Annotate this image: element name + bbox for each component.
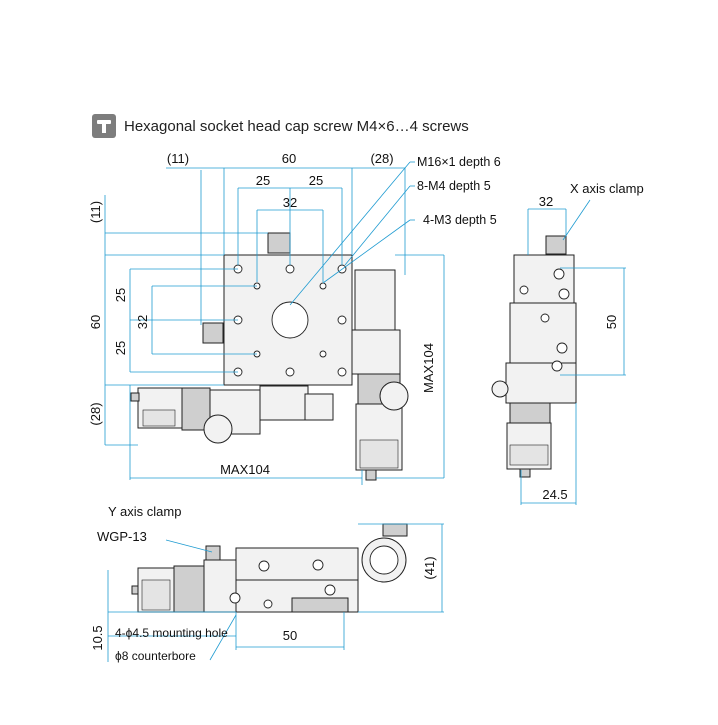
front-y-clamp-label: Y axis clamp [108,504,181,519]
front-wgp13-label: WGP-13 [97,529,147,544]
side-knurl [509,444,549,466]
dim-32-left: 32 [135,315,150,329]
dim-28-left: (28) [88,402,103,425]
front-y-clamp-knob [205,545,221,561]
dim-32-top: 32 [283,195,297,210]
top-view: (11) 60 (28) 25 25 32 (11) 25 60 32 25 (… [88,151,501,485]
knurl-right [359,439,399,469]
front-side-screw [382,523,408,537]
clamp-knob-left [203,414,233,444]
front-hole-note-2: ϕ8 counterbore [115,649,196,663]
front-dim-50: 50 [283,628,297,643]
callout-m16: M16×1 depth 6 [417,155,501,169]
legend-text: Hexagonal socket head cap screw M4×6…4 s… [124,117,469,135]
side-view: X axis clamp 32 50 24.5 [491,181,644,505]
screw-head-top [267,232,291,254]
side-dim-50: 50 [604,315,619,329]
front-upper-block [235,547,359,581]
side-dim-24-5: 24.5 [542,487,567,502]
micrometer-cap-right [365,469,377,481]
front-dim-10-5: 10.5 [90,625,105,650]
front-screws [229,559,336,609]
callout-m4: 8-M4 depth 5 [417,179,491,193]
clamp-knob-right [379,381,409,411]
dim-25-right: 25 [309,173,323,188]
dim-60-top: 60 [282,151,296,166]
dim-25-upper: 25 [113,288,128,302]
dim-25-lower: 25 [113,341,128,355]
front-micrometer-sleeve [173,565,205,613]
dim-11-left: (11) [88,201,103,223]
micrometer-mount-left [259,385,309,421]
micrometer-barrel-right [351,329,401,375]
dim-max104-bottom: MAX104 [220,462,270,477]
center-hole-m16 [271,301,309,339]
knurl-left [142,409,176,427]
front-dim-41: (41) [422,556,437,579]
micrometer-cap-left [130,392,140,402]
side-middle-block [509,302,577,364]
side-micrometer-cap [519,468,531,478]
dim-28-top: (28) [370,151,393,166]
side-screw-head [545,235,567,255]
dim-max104-right: MAX104 [421,343,436,393]
dim-60-left: 60 [88,315,103,329]
front-knurl [141,579,171,611]
dim-11-top: (11) [167,151,189,166]
bracket-top-view [304,393,334,421]
screw-head-left [202,322,224,344]
side-lower-block [505,362,577,404]
front-hole-note-1: 4-ϕ4.5 mounting hole [115,626,228,640]
side-micrometer-sleeve [509,402,551,424]
micrometer-mount-right [354,269,396,331]
front-view: Y axis clamp WGP-13 (41) 50 10.5 4-ϕ4.5 … [90,504,444,663]
legend: Hexagonal socket head cap screw M4×6…4 s… [92,113,469,139]
side-screws [519,268,570,372]
cap-screw-icon [92,114,116,138]
side-clamp-knob [491,380,509,398]
dim-25-left: 25 [256,173,270,188]
side-x-clamp-label: X axis clamp [570,181,644,196]
callout-m3: 4-M3 depth 5 [423,213,497,227]
front-base [291,597,349,613]
front-wgp13-barrel [203,559,241,613]
side-dim-32: 32 [539,194,553,209]
